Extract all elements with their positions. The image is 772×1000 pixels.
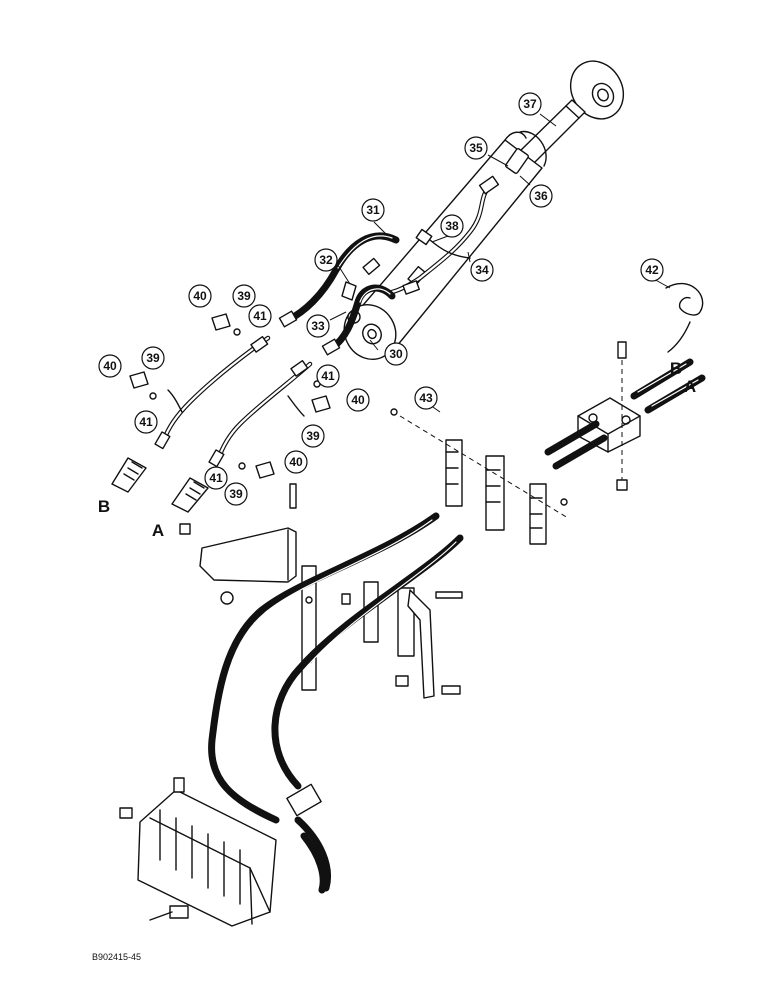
callout-circle	[306, 314, 330, 338]
callout-39: 39	[224, 482, 248, 506]
callout-43: 43	[414, 386, 438, 410]
callout-39: 39	[141, 346, 165, 370]
callout-41: 41	[316, 364, 340, 388]
callout-41: 41	[248, 304, 272, 328]
quick-coupler-a	[171, 477, 209, 513]
callout-38: 38	[440, 214, 464, 238]
callout-35: 35	[464, 136, 488, 160]
callout-label: 42	[645, 263, 659, 277]
callout-label: 30	[389, 347, 403, 361]
callout-39: 39	[232, 284, 256, 308]
callout-label: 41	[209, 471, 223, 485]
callout-circle	[314, 248, 338, 272]
callout-circle	[640, 258, 664, 282]
callout-40: 40	[98, 354, 122, 378]
callout-circle	[464, 136, 488, 160]
callout-label: 39	[237, 289, 251, 303]
leader-lines	[329, 113, 671, 413]
callout-label: 31	[366, 203, 380, 217]
callout-label: 43	[419, 391, 433, 405]
callout-label: 40	[289, 455, 303, 469]
drawing-code: B902415-45	[92, 952, 141, 962]
callout-label: 32	[319, 253, 333, 267]
port-letter-b: B	[670, 359, 682, 378]
callout-label: 34	[475, 263, 489, 277]
callout-label: 39	[146, 351, 160, 365]
quick-coupler-b	[111, 457, 147, 493]
callout-circle	[204, 466, 228, 490]
callout-41: 41	[204, 466, 228, 490]
callout-circle	[232, 284, 256, 308]
callout-40: 40	[346, 388, 370, 412]
callout-37: 37	[518, 92, 542, 116]
callout-40: 40	[188, 284, 212, 308]
port-letter-b: B	[98, 497, 110, 516]
callout-circle	[248, 304, 272, 328]
mounting-brackets	[179, 483, 463, 699]
callout-circle	[361, 198, 385, 222]
hose-31	[278, 232, 400, 328]
tube-b	[154, 335, 271, 450]
callout-label: 35	[469, 141, 483, 155]
callout-circle	[346, 388, 370, 412]
clamp-blocks	[390, 408, 569, 545]
hose-clamp-assembly	[544, 341, 706, 491]
cable-tie-42	[665, 282, 704, 353]
callout-label: 40	[103, 359, 117, 373]
callout-circle	[284, 450, 308, 474]
tube-clips	[129, 313, 331, 479]
callout-36: 36	[529, 184, 553, 208]
callout-label: 37	[523, 97, 537, 111]
callout-label: 40	[351, 393, 365, 407]
callout-circle	[316, 364, 340, 388]
callout-circle	[529, 184, 553, 208]
callout-circle	[301, 424, 325, 448]
callout-41: 41	[134, 410, 158, 434]
callout-33: 33	[306, 314, 330, 338]
callout-circle	[141, 346, 165, 370]
main-hoses	[208, 512, 464, 894]
port-letter-a: A	[684, 377, 696, 396]
control-valve	[119, 777, 322, 927]
callout-31: 31	[361, 198, 385, 222]
callout-circle	[134, 410, 158, 434]
callout-label: 39	[229, 487, 243, 501]
hose-30	[321, 284, 396, 356]
callout-circle	[440, 214, 464, 238]
callout-circle	[518, 92, 542, 116]
callout-40: 40	[284, 450, 308, 474]
callout-label: 41	[139, 415, 153, 429]
callout-42: 42	[640, 258, 664, 282]
callout-circle	[98, 354, 122, 378]
callout-circle	[224, 482, 248, 506]
callout-circle	[384, 342, 408, 366]
callout-circle	[414, 386, 438, 410]
callout-32: 32	[314, 248, 338, 272]
callout-label: 38	[445, 219, 459, 233]
callout-label: 33	[311, 319, 325, 333]
callout-30: 30	[384, 342, 408, 366]
callout-34: 34	[470, 258, 494, 282]
callout-label: 41	[253, 309, 267, 323]
callout-circle	[188, 284, 212, 308]
callout-label: 41	[321, 369, 335, 383]
callout-circle	[470, 258, 494, 282]
callout-39: 39	[301, 424, 325, 448]
tube-a	[208, 360, 313, 468]
port-letter-a: A	[152, 521, 164, 540]
callout-label: 36	[534, 189, 548, 203]
callout-label: 40	[193, 289, 207, 303]
callout-label: 39	[306, 429, 320, 443]
